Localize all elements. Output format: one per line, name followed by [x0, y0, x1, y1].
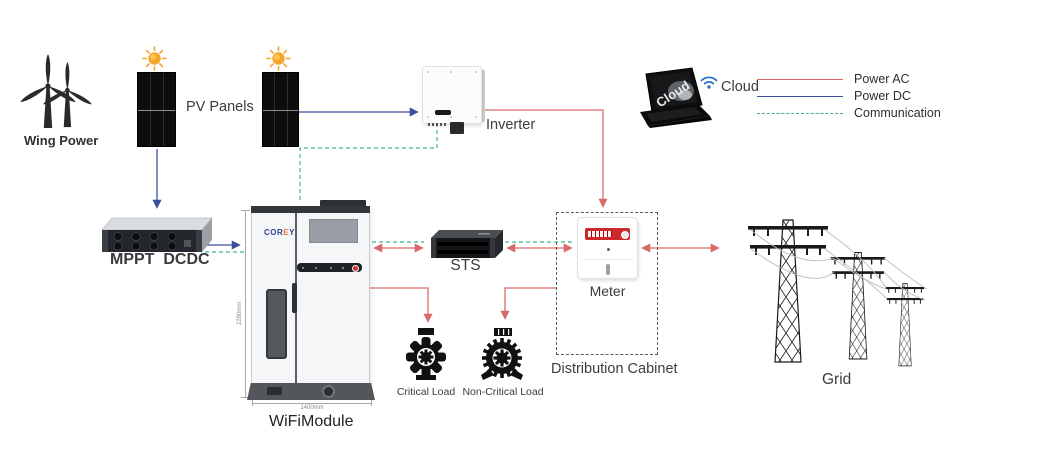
pv-panel-2: [262, 72, 299, 147]
cabinet-top-unit: [320, 200, 366, 207]
cabinet-base-port: [267, 387, 282, 395]
sun-icon: [142, 46, 167, 71]
sts-image: [431, 230, 503, 258]
mppt-dcdc-image: [101, 217, 213, 252]
line-ac-cabinet-to-critical-load: [370, 287, 433, 323]
meter-led: [607, 248, 610, 251]
legend-label-power-dc: Power DC: [854, 89, 911, 103]
mppt-dcdc-label: MPPT DCDC: [110, 251, 210, 268]
cloud-label: Cloud: [721, 79, 759, 95]
cabinet-height-dim: 2280mm: [237, 301, 243, 325]
wing-power-label: Wing Power: [24, 133, 99, 148]
sun-icon: [266, 46, 291, 71]
wind-turbine-icon: [20, 54, 93, 128]
line-ac-distribution-to-noncritical-load: [500, 287, 556, 320]
legend: Power AC Power DC Communication: [757, 71, 941, 121]
distribution-cabinet-box: [556, 212, 658, 355]
brand-part3: Y: [289, 228, 295, 237]
legend-label-communication: Communication: [854, 106, 941, 120]
line-comm-inverter-to-cabinet: [299, 123, 438, 203]
cabinet-power-button: [352, 264, 359, 272]
meter-label: Meter: [589, 283, 626, 299]
cabinet-indicator-strip: [297, 263, 362, 272]
cabinet-width-dim: 1400mm: [300, 405, 324, 411]
cabinet-top-strip: [251, 206, 370, 213]
legend-row-power-dc: Power DC: [757, 88, 941, 104]
dim-cap: [371, 400, 372, 406]
inverter-display-slot: [435, 110, 451, 115]
wifi-icon: [700, 76, 718, 89]
cabinet-brand-logo: COREY: [264, 228, 295, 237]
power-wires: [750, 229, 928, 301]
cabinet-door-handle: [292, 283, 297, 313]
noncritical-load-label: Non-Critical Load: [462, 386, 544, 398]
sts-label: STS: [450, 257, 481, 274]
legend-line-power-dc: [757, 95, 843, 97]
legend-row-power-ac: Power AC: [757, 71, 941, 87]
cabinet-height-dim-line: [245, 210, 246, 398]
noncritical-load-icon: [481, 328, 523, 380]
critical-load-label: Critical Load: [396, 386, 456, 398]
pv-panel-1: [137, 72, 176, 147]
critical-load-icon: [406, 328, 446, 380]
meter-slot: [606, 264, 610, 275]
line-ac-inverter-to-distribution: [482, 109, 608, 208]
inverter-side-face: [480, 70, 485, 122]
cabinet-width-dim-line: [252, 403, 372, 404]
dim-cap: [241, 210, 250, 211]
wifimodule-label: WiFiModule: [269, 413, 354, 430]
meter-image: [577, 217, 638, 279]
pv-panels-label: PV Panels: [186, 99, 254, 115]
brand-part1: COR: [264, 228, 284, 237]
cabinet-base-gland: [322, 385, 335, 398]
legend-line-communication: [757, 112, 843, 114]
inverter-connector-box: [450, 122, 464, 134]
grid-label: Grid: [822, 371, 852, 388]
legend-row-communication: Communication: [757, 105, 941, 121]
inverter-ports: [428, 123, 446, 126]
cabinet-vent: [266, 289, 287, 359]
transmission-tower-icon: [748, 219, 928, 367]
meter-digit-band: [585, 228, 630, 240]
legend-line-power-ac: [757, 78, 843, 80]
legend-label-power-ac: Power AC: [854, 72, 910, 86]
laptop-icon: Cloud: [640, 67, 712, 128]
inverter-label: Inverter: [486, 117, 536, 133]
distribution-cabinet-label: Distribution Cabinet: [551, 361, 678, 377]
brand-part2: E: [283, 228, 290, 237]
cabinet-display-window: [309, 219, 358, 243]
dim-cap: [252, 400, 253, 406]
dim-cap: [241, 397, 250, 398]
inverter-image: [422, 66, 482, 124]
